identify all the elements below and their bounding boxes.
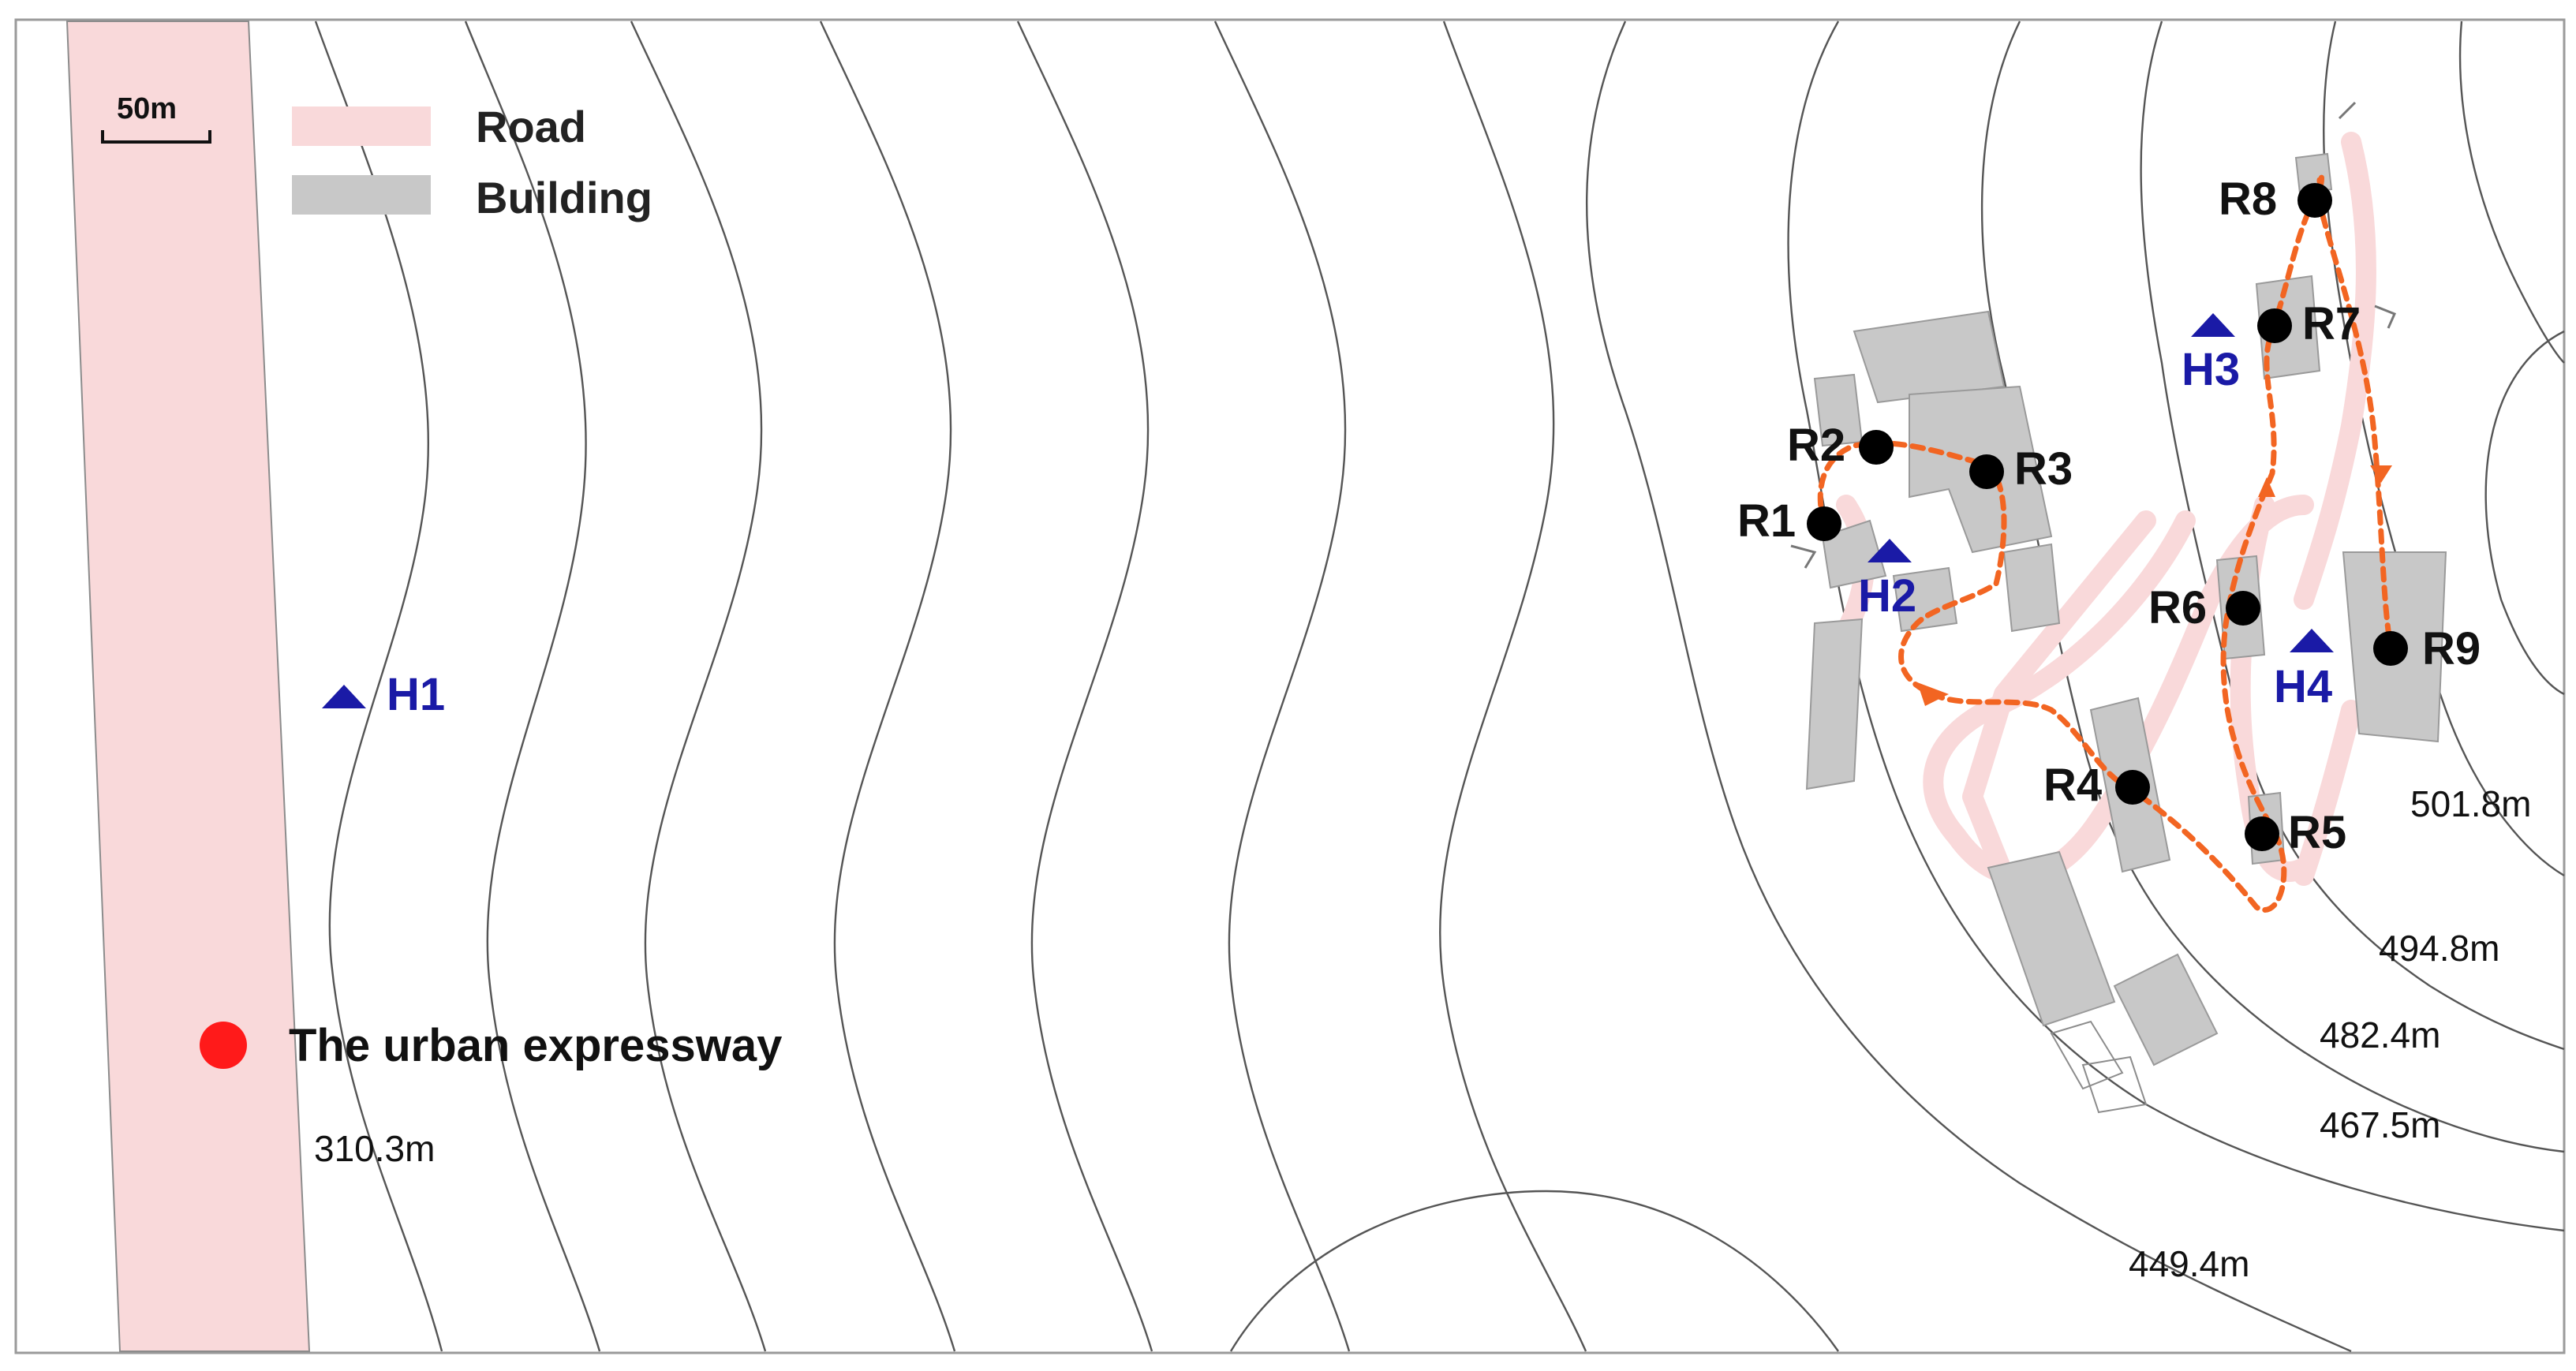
elevation-label: 467.5m [2320, 1104, 2440, 1145]
r3-label: R3 [2014, 443, 2073, 495]
elevation-label: 482.4m [2320, 1014, 2440, 1055]
r9-label: R9 [2422, 623, 2481, 674]
r2-label: R2 [1787, 420, 1845, 471]
r1-label: R1 [1737, 495, 1796, 547]
route-tick-marks [1790, 101, 2397, 569]
building-outlines [2050, 1020, 2148, 1114]
h2-label: H2 [1858, 570, 1916, 622]
legend-road-swatch [292, 106, 431, 146]
elevation-labels: 310.3m 449.4m 467.5m 482.4m 494.8m 501.8… [314, 783, 2531, 1284]
legend-building-label: Building [476, 173, 652, 222]
elevation-label: 494.8m [2379, 928, 2499, 969]
contour-lines [314, 21, 2565, 1353]
r6-dot [2226, 591, 2260, 626]
r4-label: R4 [2043, 760, 2102, 811]
r5-label: R5 [2288, 807, 2346, 858]
legend-building-swatch [292, 175, 431, 215]
r8-label: R8 [2219, 174, 2277, 225]
expressway-strip [65, 21, 311, 1352]
r6-label: R6 [2148, 582, 2207, 633]
map-border [14, 18, 2566, 1354]
measurement-route [1817, 172, 2394, 913]
height-points: H1 H2 H3 H4 [322, 313, 2334, 720]
elevation-label: 310.3m [314, 1128, 435, 1169]
h4-label: H4 [2274, 661, 2332, 712]
r5-dot [2245, 816, 2279, 851]
r2-dot [1859, 430, 1894, 465]
h1-label: H1 [387, 669, 445, 720]
receivers: R1 R2 R3 R4 R5 R6 R7 R8 R9 [1737, 174, 2481, 858]
r4-dot [2115, 770, 2150, 805]
h3-label: H3 [2182, 344, 2240, 395]
legend-road-label: Road [476, 102, 586, 151]
expressway-dot [200, 1022, 247, 1069]
r3-dot [1969, 454, 2004, 489]
h3-marker-icon [2191, 313, 2235, 337]
h2-marker-icon [1868, 539, 1912, 562]
h1-marker-icon [322, 685, 366, 708]
elevation-label: 449.4m [2129, 1243, 2249, 1284]
r1-dot [1807, 506, 1841, 541]
h4-marker-icon [2290, 629, 2334, 652]
route-arrows [1917, 465, 2392, 706]
legend: Road Building [292, 102, 652, 222]
scale-bar-label: 50m [117, 92, 177, 125]
elevation-label: 501.8m [2410, 783, 2531, 824]
r8-dot [2297, 183, 2332, 218]
scale-bar: 50m [101, 92, 211, 144]
r9-dot [2373, 631, 2408, 666]
r7-label: R7 [2302, 298, 2361, 349]
expressway-label: The urban expressway [289, 1020, 782, 1071]
scale-bar-line [101, 130, 211, 144]
r7-dot [2257, 308, 2292, 343]
